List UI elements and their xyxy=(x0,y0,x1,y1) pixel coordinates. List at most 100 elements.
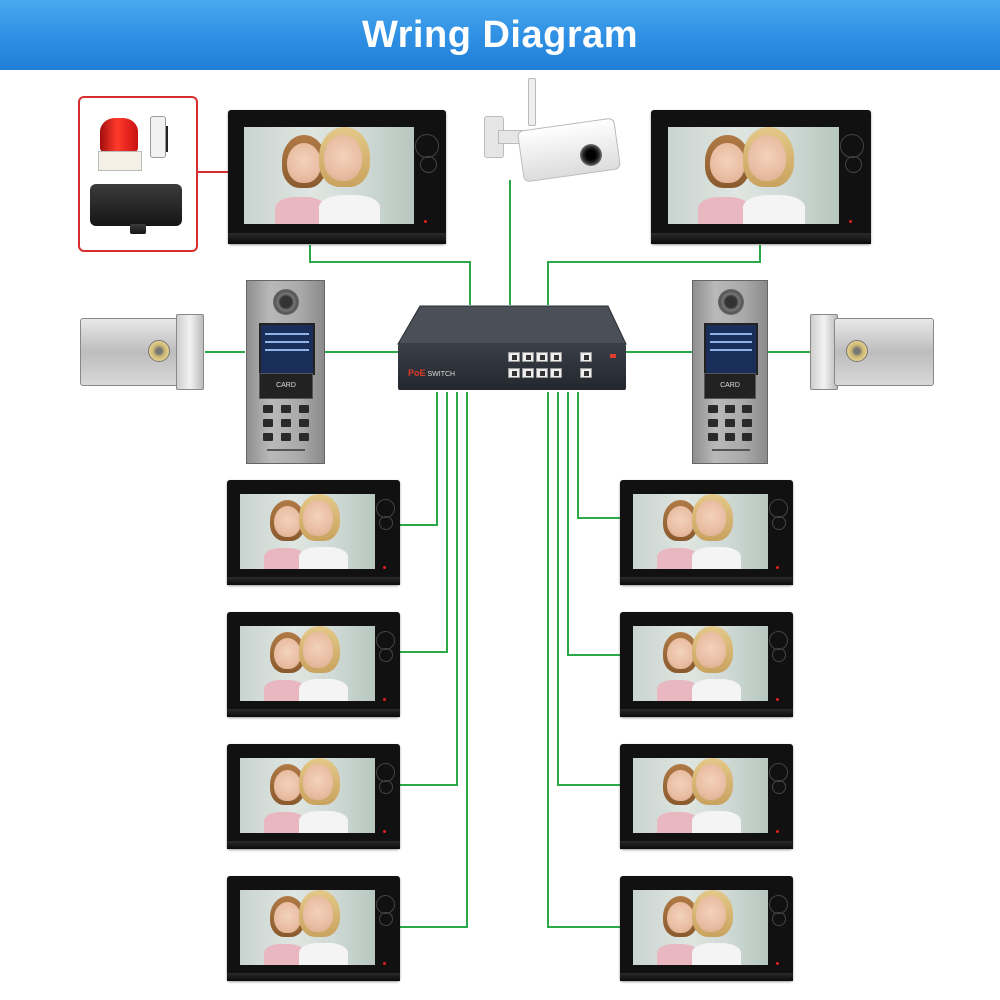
speaker-grill xyxy=(267,449,305,451)
photo-child-face xyxy=(666,901,694,934)
photo-shirt xyxy=(264,812,305,834)
photo-child-face xyxy=(273,769,301,802)
monitor-bezel xyxy=(228,233,446,244)
photo-woman-face xyxy=(696,631,727,668)
wire-right-monitor-4 xyxy=(547,392,620,928)
photo-shirt xyxy=(692,546,741,570)
switch-port xyxy=(536,368,548,378)
keypad-key xyxy=(725,433,735,441)
indoor-monitor-icon xyxy=(227,744,400,849)
door-camera xyxy=(718,289,744,315)
keypad-key xyxy=(708,405,718,413)
photo-child-face xyxy=(273,637,301,670)
photo-woman-face xyxy=(696,895,727,932)
photo-shirt xyxy=(692,942,741,966)
photo-shirt xyxy=(319,194,381,224)
wire-left-monitor-4 xyxy=(400,392,468,928)
power-led xyxy=(382,830,386,834)
beacon-base xyxy=(98,151,142,171)
power-led xyxy=(424,219,428,223)
keypad-key xyxy=(281,419,291,427)
monitor-decor xyxy=(415,134,440,158)
photo-child-face xyxy=(273,901,301,934)
photo-shirt xyxy=(692,678,741,702)
keypad-key xyxy=(725,405,735,413)
indoor-monitor-icon xyxy=(620,612,793,717)
monitor-screen xyxy=(244,127,415,224)
monitor-bezel xyxy=(620,840,793,849)
wire-top-left-monitor xyxy=(309,245,471,305)
speaker-grill xyxy=(712,449,750,451)
photo-shirt xyxy=(299,546,348,570)
wire-right-monitor-2 xyxy=(567,392,620,656)
photo-child-face xyxy=(666,637,694,670)
switch-port xyxy=(522,352,534,362)
photo-child-face xyxy=(710,142,745,184)
monitor-bezel xyxy=(227,972,400,981)
photo-shirt xyxy=(657,812,698,834)
photo-shirt xyxy=(274,196,326,224)
monitor-decor xyxy=(772,647,787,662)
switch-port xyxy=(522,368,534,378)
monitor-screen xyxy=(632,889,768,966)
power-led xyxy=(775,830,779,834)
photo-shirt xyxy=(264,680,305,702)
monitor-decor xyxy=(772,515,787,530)
monitor-decor xyxy=(840,134,865,159)
electric-lock-icon xyxy=(76,312,206,392)
alarm-siren-kit xyxy=(78,96,198,252)
door-station-icon: CARD xyxy=(692,280,768,464)
monitor-screen xyxy=(239,889,375,966)
photo-woman-face xyxy=(748,135,786,182)
switch-port xyxy=(536,352,548,362)
lcd-row xyxy=(710,349,752,351)
photo-shirt xyxy=(299,678,348,702)
wire-right-monitor-1 xyxy=(577,392,620,519)
photo-shirt xyxy=(299,942,348,966)
keypad-key xyxy=(742,405,752,413)
alarm-beacon-icon xyxy=(100,118,138,152)
keypad-key xyxy=(299,419,309,427)
photo-woman-face xyxy=(303,499,334,536)
keypad-key xyxy=(708,419,718,427)
monitor-bezel xyxy=(227,840,400,849)
keypad-key xyxy=(281,405,291,413)
indoor-monitor-icon xyxy=(227,876,400,981)
switch-model-text: SWITCH xyxy=(427,371,456,378)
monitor-screen xyxy=(632,493,768,570)
switch-brand-label: PoE SWITCH xyxy=(408,368,455,378)
photo-shirt xyxy=(264,548,305,570)
keypad-key xyxy=(299,405,309,413)
power-led xyxy=(775,962,779,966)
indoor-monitor-icon xyxy=(620,744,793,849)
switch-uplink-port xyxy=(580,352,592,362)
monitor-bezel xyxy=(620,972,793,981)
indoor-monitor-icon xyxy=(620,876,793,981)
page-title: Wring Diagram xyxy=(361,13,639,56)
card-reader-label: CARD xyxy=(276,382,296,389)
photo-shirt xyxy=(698,196,750,224)
remote-antenna xyxy=(166,126,168,152)
monitor-decor xyxy=(419,155,438,173)
monitor-screen xyxy=(239,757,375,834)
photo-child-face xyxy=(666,505,694,538)
switch-front-panel xyxy=(398,344,626,390)
photo-woman-face xyxy=(696,499,727,536)
photo-child-face xyxy=(273,505,301,538)
photo-woman-face xyxy=(696,763,727,800)
lcd-row xyxy=(710,341,752,343)
switch-top-face xyxy=(397,305,627,345)
lock-strike-plate-left xyxy=(176,314,204,390)
photo-shirt xyxy=(692,810,741,834)
remote-control-icon xyxy=(150,116,166,158)
wire-top-right-monitor xyxy=(547,245,761,305)
keypad-key xyxy=(708,433,718,441)
switch-port xyxy=(508,352,520,362)
photo-shirt xyxy=(299,810,348,834)
monitor-screen xyxy=(632,625,768,702)
header-banner: Wring Diagram xyxy=(0,0,1000,70)
keypad-key xyxy=(263,405,273,413)
photo-woman-face xyxy=(303,763,334,800)
switch-port xyxy=(508,368,520,378)
